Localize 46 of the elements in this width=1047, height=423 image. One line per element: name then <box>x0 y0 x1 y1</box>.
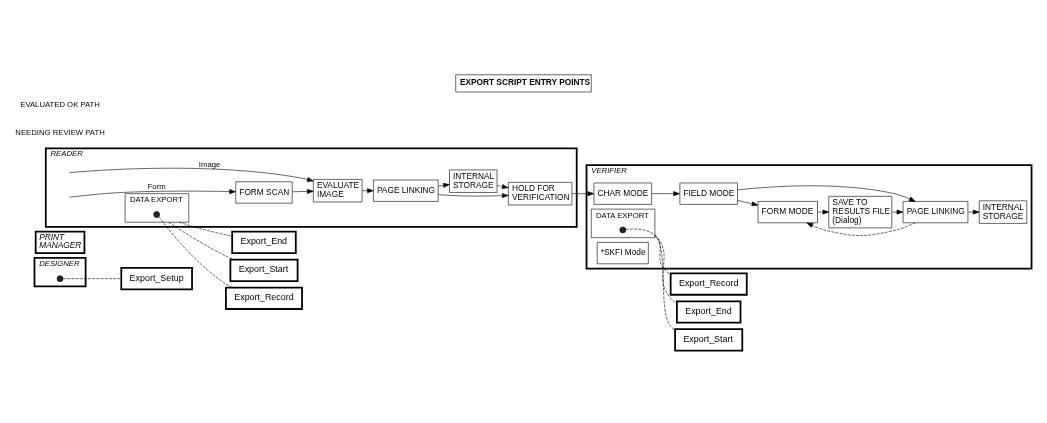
arrow <box>361 188 374 194</box>
node-box: Export_End <box>676 300 742 324</box>
node-box: FORM MODE <box>757 201 818 224</box>
arrow <box>571 191 595 197</box>
connector <box>654 235 678 304</box>
arrow <box>891 209 904 215</box>
node-box: *SKFI Mode <box>596 242 649 265</box>
arrow <box>651 191 680 197</box>
node-box: PRINT MANAGER <box>34 230 86 254</box>
node-box: CHAR MODE <box>593 182 652 205</box>
node-box: PAGE LINKING <box>373 179 439 202</box>
node-box: INTERNAL STORAGE <box>978 200 1028 224</box>
connector <box>62 278 122 279</box>
arrow <box>69 167 314 182</box>
arrow <box>292 189 314 194</box>
node-box: Export_Record <box>225 286 303 310</box>
node-box: INTERNAL STORAGE <box>449 169 498 193</box>
node-circle <box>619 226 627 234</box>
node-box: EVALUATE IMAGE <box>313 179 363 203</box>
arrow <box>817 209 830 215</box>
arrow <box>967 209 980 215</box>
node-box: Export_Start <box>674 328 744 352</box>
connector <box>158 216 233 288</box>
connector <box>178 221 233 237</box>
connector <box>625 228 671 275</box>
diagram-title: EXPORT SCRIPT ENTRY POINTS <box>459 77 591 88</box>
node-box: Export_Setup <box>120 267 193 291</box>
node-box: SAVE TO RESULTS FILE (Dialog) <box>828 196 893 229</box>
arrow <box>438 193 509 199</box>
connector <box>654 235 676 331</box>
arrow <box>737 185 916 202</box>
arrow <box>438 183 450 188</box>
node-box: FIELD MODE <box>679 182 738 205</box>
arrow <box>737 200 759 207</box>
node-box: Export_Start <box>229 258 299 282</box>
arrow <box>496 184 509 189</box>
connector <box>168 221 235 260</box>
node-box: Export_End <box>231 230 297 254</box>
arrow <box>69 189 236 198</box>
arrow <box>806 222 916 236</box>
node-box: FORM SCAN <box>235 181 293 204</box>
node-circle <box>153 211 160 218</box>
node-box: PAGE LINKING <box>902 201 969 224</box>
node-circle <box>56 275 64 282</box>
node-box: HOLD FOR VERIFICATION <box>508 182 573 206</box>
node-box: Export_Record <box>669 272 748 296</box>
